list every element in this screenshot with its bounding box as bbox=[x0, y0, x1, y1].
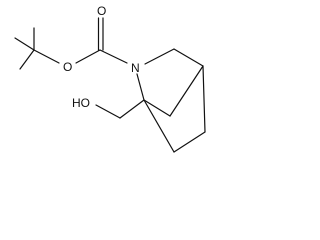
bond-bridge-back-2 bbox=[173, 131, 206, 153]
bond-ester-oxygen-to-carbonyl bbox=[75, 49, 101, 64]
atom-label-ring-nitrogen: N bbox=[131, 61, 140, 75]
atom-label-ester-oxygen: O bbox=[63, 60, 72, 74]
chemical-structure: O O N HO bbox=[14, 4, 206, 153]
bond-nitrogen-to-ch2 bbox=[144, 48, 175, 65]
bond-bridge-front-1 bbox=[143, 99, 171, 117]
bond-tbu-methyl-bottom bbox=[19, 49, 35, 70]
tert-butyl-group bbox=[14, 27, 60, 70]
bond-ch2-to-bridgehead bbox=[173, 48, 204, 67]
bond-quaternary-to-ch2 bbox=[119, 99, 145, 119]
bond-tbu-to-ester-oxygen bbox=[33, 49, 60, 64]
bond-bridge-back-1 bbox=[143, 99, 175, 153]
bond-tbu-methyl-left bbox=[14, 37, 35, 51]
bond-ch2-to-hydroxyl bbox=[95, 104, 121, 119]
bond-nitrogen-to-quaternary-carbon bbox=[136, 73, 145, 101]
atom-label-carbonyl-oxygen: O bbox=[97, 4, 106, 18]
bond-bridge-back-3 bbox=[202, 65, 206, 133]
hydroxymethyl-group bbox=[95, 99, 145, 119]
bond-bridge-front-2 bbox=[169, 65, 204, 117]
carbamate-group bbox=[75, 17, 128, 64]
bicyclic-ring bbox=[136, 48, 206, 153]
bond-carbonyl-to-nitrogen bbox=[99, 49, 128, 64]
atom-label-hydroxyl: HO bbox=[72, 96, 90, 110]
